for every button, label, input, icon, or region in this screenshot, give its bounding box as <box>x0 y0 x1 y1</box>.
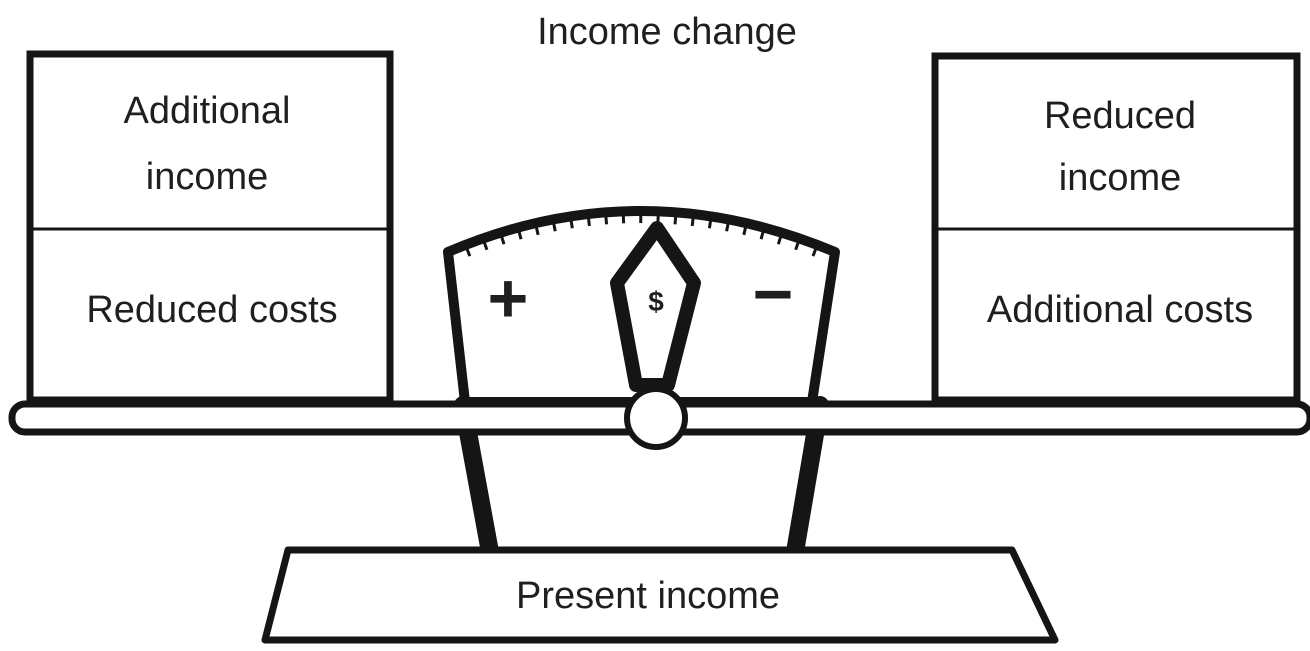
dial-tick <box>570 216 572 228</box>
dial-tick <box>709 216 711 228</box>
left-box-top-line1: Additional <box>124 90 291 132</box>
base-label: Present income <box>516 575 780 617</box>
dial-tick <box>606 212 607 224</box>
left-box-top-line2: income <box>146 156 269 198</box>
right-box-bottom-label: Additional costs <box>987 289 1253 331</box>
pivot-circle <box>627 389 685 447</box>
left-box-bottom-label: Reduced costs <box>86 289 337 331</box>
needle-dollar-symbol: $ <box>648 286 664 317</box>
dial-tick <box>675 212 676 224</box>
right-box-top-line2: income <box>1059 157 1182 199</box>
diagram-title: Income change <box>537 11 797 53</box>
right-box-top-line1: Reduced <box>1044 95 1196 137</box>
plus-sign: + <box>488 259 529 337</box>
dial-tick <box>692 214 693 226</box>
minus-sign: − <box>753 255 794 333</box>
dial-tick <box>588 214 589 226</box>
